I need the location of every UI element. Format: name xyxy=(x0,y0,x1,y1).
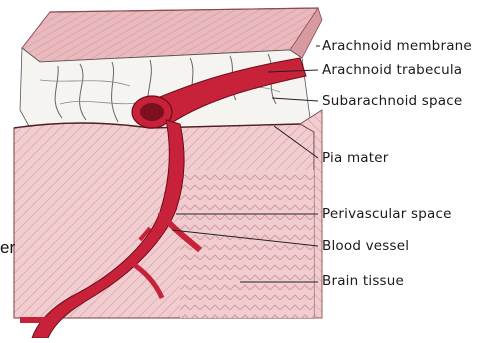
label-pia-mater: Pia mater xyxy=(322,150,389,166)
label-perivascular-space: Perivascular space xyxy=(322,206,452,222)
edge-text-fragment: er xyxy=(0,238,15,258)
label-arachnoid-trabecula: Arachnoid trabecula xyxy=(322,62,462,78)
label-subarachnoid-space: Subarachnoid space xyxy=(322,93,462,109)
label-arachnoid-membrane: Arachnoid membrane xyxy=(322,38,472,54)
label-brain-tissue: Brain tissue xyxy=(322,273,404,289)
label-blood-vessel: Blood vessel xyxy=(322,238,409,254)
